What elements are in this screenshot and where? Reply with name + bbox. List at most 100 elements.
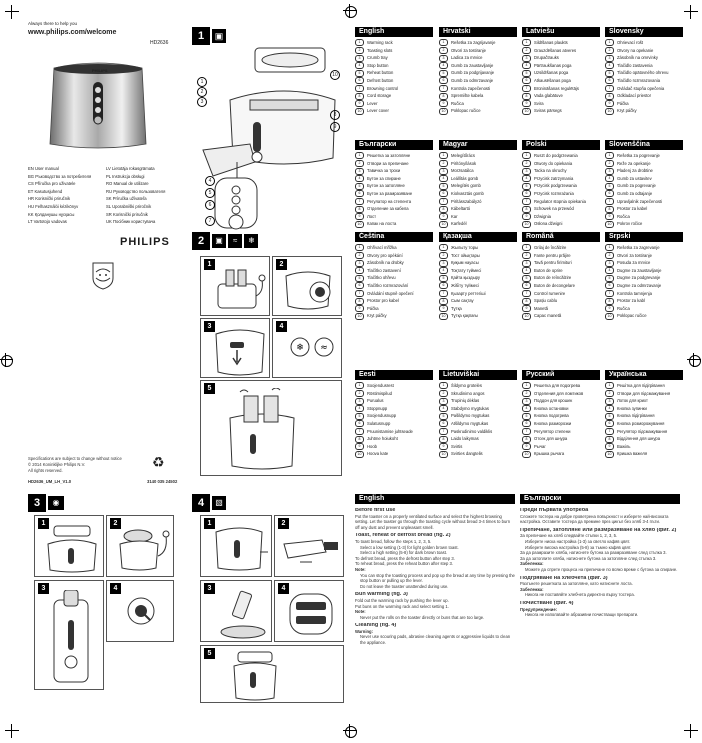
s2-step-3: 3: [204, 321, 215, 332]
parts-list-item-label: Atkausēšanas poga: [534, 77, 571, 83]
parts-list-item-label: Кнопка разморозки: [534, 420, 572, 426]
parts-list-item-label: Osłona dźwigni: [534, 221, 563, 227]
parts-list-item-number: 5: [522, 182, 531, 190]
parts-list-item-number: 2: [605, 46, 614, 54]
section-2-number: 2: [192, 232, 210, 250]
en-p-toast: To toast bread, follow the steps 1, 2, 3…: [355, 538, 432, 544]
parts-list-item-number: 2: [439, 159, 448, 167]
parts-list-item-number: 3: [439, 167, 448, 175]
parts-list-item-number: 10: [522, 312, 531, 320]
section-1-overview-diagram: [195, 40, 345, 240]
s3-plug-illustration: [116, 522, 172, 579]
parts-list-item-label: Warming rack: [367, 40, 393, 45]
parts-list-item-label: Кришка важеля: [617, 451, 648, 457]
callout-7: 7: [205, 216, 215, 226]
parts-list-item-label: Buton de decongelare: [534, 282, 575, 288]
parts-list-item-label: Rešetka za zagrijavanje: [451, 40, 496, 45]
bg-p-toast: За препичане на хляб следвайте стъпки 1,…: [520, 533, 618, 539]
parts-list-item-label: Сым сақтау: [451, 298, 474, 304]
parts-list-item-number: 6: [522, 190, 531, 198]
parts-list-item-label: Ovládač stupňa opečenia: [617, 85, 665, 91]
parts-list-item-number: 10: [522, 107, 531, 115]
bg-h-before-first-use: Преди първата употреба: [520, 508, 589, 513]
parts-list-item-label: Kábeltartó: [451, 206, 471, 212]
parts-list-item-number: 9: [522, 305, 531, 313]
parts-list-item-number: 8: [522, 435, 531, 443]
parts-list-item-number: 2: [355, 159, 364, 167]
bg-h-cleaning: Почистване (фиг. 4): [520, 600, 574, 606]
parts-list-item-label: Відділення для шнура: [617, 436, 661, 442]
s2-panel-2: [272, 256, 342, 316]
parts-list-item-number: 2: [439, 46, 448, 54]
section-3-number: 3: [28, 494, 46, 512]
parts-list-item-label: Zásobník na drobky: [367, 260, 404, 266]
parts-list-title: Қазақша: [439, 232, 517, 242]
parts-list-item-label: Gumb za pogrevanje: [617, 183, 656, 189]
parts-list-item-label: Grilaj de încălzire: [534, 245, 567, 250]
parts-list-item-number: 9: [439, 305, 448, 313]
parts-list-item-number: 3: [522, 54, 531, 62]
section-3-bun-icon: ◉: [48, 496, 64, 510]
parts-list-item-number: 7: [355, 289, 364, 297]
s4-store-cord-illustration: [230, 650, 280, 707]
parts-list-item-label: Soojendusrest: [367, 383, 394, 388]
parts-list-item-number: 7: [355, 197, 364, 205]
parts-list-item-label: Кнопка розморожування: [617, 420, 665, 426]
parts-list-item-label: Pokrov ročice: [617, 221, 643, 227]
parts-list-item-number: 9: [605, 443, 614, 451]
parts-list-item-label: Отсек для шнура: [534, 436, 568, 442]
parts-list-item-number: 8: [355, 297, 364, 305]
parts-list-item-number: 8: [522, 92, 531, 100]
parts-list-item-number: 3: [355, 167, 364, 175]
parts-list-item-number: 2: [605, 159, 614, 167]
s2-select-setting-illustration: [280, 262, 340, 317]
parts-list-title: Українська: [605, 370, 683, 380]
callout-4: 4: [205, 176, 215, 186]
parts-list-item-number: 6: [605, 77, 614, 85]
parts-list-item-label: Rešetka za pogrevanje: [617, 153, 660, 158]
parts-list-item-label: Лоток для крихт: [617, 398, 648, 404]
s4-step-1: 1: [204, 518, 215, 529]
parts-list-item-label: Kiolvasztás gomb: [451, 190, 484, 196]
parts-list-item-label: Жібіту түймесі: [451, 282, 479, 288]
parts-list-item-label: Gumb za zaustavljanje: [451, 62, 494, 68]
parts-list-item-label: Brūnināšanas regulētājs: [534, 85, 579, 91]
bg-b-high: Изберете висока настройка (5-8) за тъмно…: [525, 544, 632, 550]
parts-list-item-number: 7: [605, 427, 614, 435]
parts-list-item-number: 1: [439, 382, 448, 390]
parts-list-item-number: 3: [439, 54, 448, 62]
svg-text:❄: ❄: [296, 343, 304, 353]
section-1-toaster-icon: ▣: [212, 29, 226, 43]
en-n2: Do not leave the toaster unattended duri…: [360, 583, 449, 589]
parts-list-item-number: 2: [522, 46, 531, 54]
parts-list-item-number: 6: [605, 420, 614, 428]
parts-list-item-number: 1: [355, 382, 364, 390]
callout-2: 2: [197, 87, 207, 97]
en-h-cleaning: Cleaning (fig. 4): [355, 623, 397, 629]
parts-list-item-number: 1: [605, 39, 614, 47]
